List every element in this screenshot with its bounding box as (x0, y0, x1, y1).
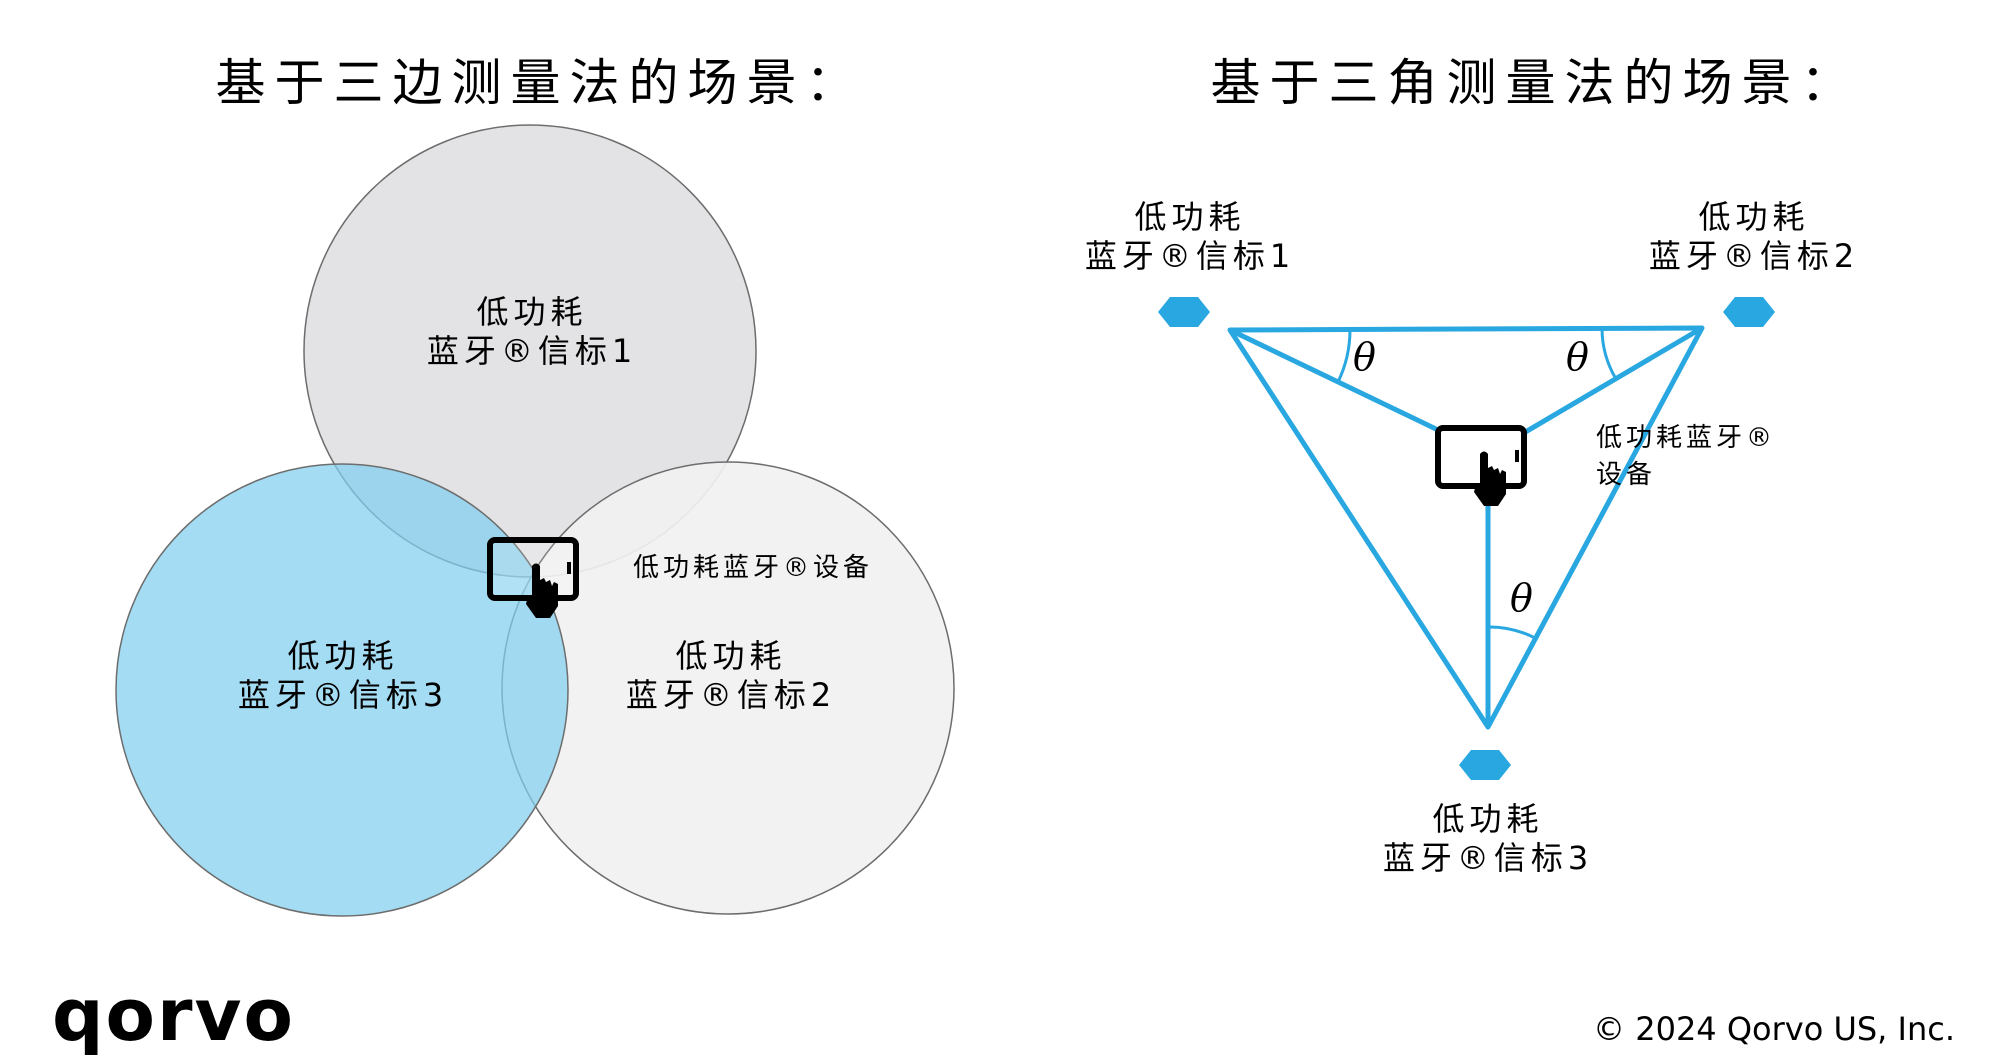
theta-angle-label: θ (1566, 335, 1589, 379)
copyright-text: © 2024 Qorvo US, Inc. (1593, 1010, 1955, 1048)
triangulation-panel: 基于三角测量法的场景： θ θ θ 低功耗 蓝牙®信标1 低功耗 蓝牙®信标2 … (1085, 54, 1860, 877)
triangulation-triangle (1227, 325, 1705, 730)
beacon1-label-line2: 蓝牙®信标1 (1085, 237, 1295, 275)
device-label-line1: 低功耗蓝牙® (1596, 423, 1776, 453)
angle-arc-beacon1 (1336, 329, 1352, 383)
angle-arc-beacon3 (1487, 625, 1536, 640)
beacon3-label-line1: 低功耗 (287, 637, 398, 675)
beacon3-label-line2: 蓝牙®信标3 (238, 676, 448, 714)
beacon2-label-line1: 低功耗 (675, 637, 786, 675)
beacon2-label-line2: 蓝牙®信标2 (626, 676, 836, 714)
hexagon-beacon-icon (1723, 297, 1775, 327)
beacon2-label-line1: 低功耗 (1698, 198, 1809, 236)
beacon3-label-line1: 低功耗 (1432, 800, 1543, 838)
tablet-with-pointing-hand-icon (487, 537, 579, 618)
beacon1-label-line1: 低功耗 (476, 293, 587, 331)
beacon3-range-circle (115, 463, 569, 917)
beacon3-label-line2: 蓝牙®信标3 (1383, 839, 1593, 877)
theta-angle-label: θ (1353, 335, 1376, 379)
beacon1-label-line2: 蓝牙®信标1 (427, 332, 637, 370)
device-label: 低功耗蓝牙®设备 (633, 553, 873, 583)
device-label-line2: 设备 (1596, 460, 1656, 490)
hexagon-beacon-icon (1459, 750, 1511, 780)
trilateration-title: 基于三边测量法的场景： (216, 54, 865, 112)
qorvo-logo: qorvo (52, 973, 295, 1057)
trilateration-panel: 基于三边测量法的场景： 低功耗 蓝牙®信标1 低功耗 蓝牙®信标3 低功耗 蓝牙… (115, 54, 955, 917)
angle-arc-beacon2 (1600, 328, 1618, 380)
theta-angle-label: θ (1510, 576, 1533, 620)
beacon2-label-line2: 蓝牙®信标2 (1649, 237, 1859, 275)
triangulation-title: 基于三角测量法的场景： (1211, 54, 1860, 112)
beacon1-label-line1: 低功耗 (1134, 198, 1245, 236)
hexagon-beacon-icon (1158, 297, 1210, 327)
tablet-with-pointing-hand-icon (1435, 425, 1527, 506)
